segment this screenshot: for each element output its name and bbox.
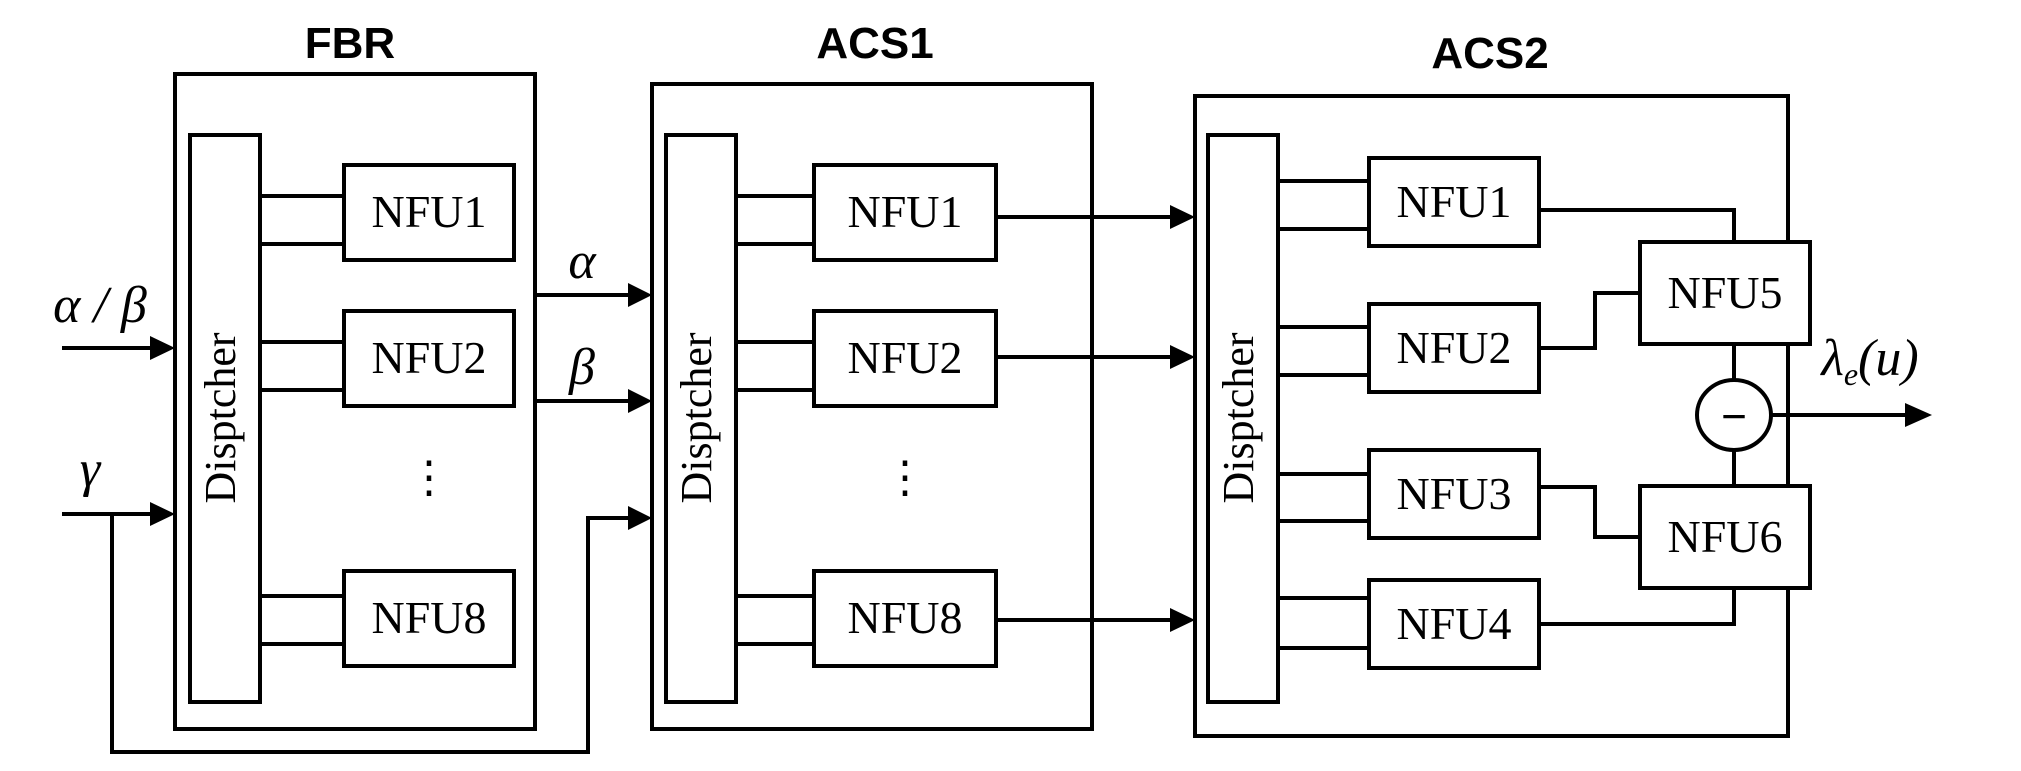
acs1-title: ACS1 xyxy=(816,19,933,68)
fbr-nfu2 xyxy=(342,309,516,408)
input-gamma-arrowhead xyxy=(150,502,175,526)
acs1-nfu1-to-acs2-arrowhead xyxy=(1170,205,1195,229)
acs1-dispatcher xyxy=(664,133,738,704)
fbr-block: FBR Disptcher NFU1 NFU2 ⋮ NFU8 xyxy=(173,19,537,731)
fbr-dispatcher-label: Disptcher xyxy=(196,332,245,503)
acs2-nfu3-label: NFU3 xyxy=(1396,468,1511,519)
fbr-title: FBR xyxy=(305,19,395,68)
acs2-nfu6 xyxy=(1638,484,1812,590)
acs2-nfu1-label: NFU1 xyxy=(1396,176,1511,227)
output-lambda-label: λe(u) xyxy=(1819,330,1918,392)
gamma-bypass-arrowhead xyxy=(628,506,652,530)
fbr-dispatcher xyxy=(188,133,262,704)
beta-label: β xyxy=(568,339,595,396)
wire-nfu1-to-nfu5 xyxy=(1539,208,1736,242)
acs1-nfu2-to-acs2-arrowhead xyxy=(1170,345,1195,369)
alpha-label: α xyxy=(568,233,597,290)
acs2-nfu4-label: NFU4 xyxy=(1396,598,1511,649)
fbr-internal-wires xyxy=(260,194,344,646)
beta-arrowhead xyxy=(628,389,652,413)
input-alpha-beta-arrowhead xyxy=(150,336,175,360)
wire-nfu4-to-nfu6 xyxy=(1539,588,1736,626)
output-arrowhead xyxy=(1905,403,1932,427)
acs2-nfu2-label: NFU2 xyxy=(1396,322,1511,373)
fbr-nfu8-label: NFU8 xyxy=(371,592,486,643)
output-lambda-subscript: e xyxy=(1844,356,1858,392)
fbr-nfu1-label: NFU1 xyxy=(371,186,486,237)
acs1-nfu2-label: NFU2 xyxy=(847,332,962,383)
acs1-nfu8 xyxy=(812,569,998,668)
acs2-nfu3 xyxy=(1367,448,1541,540)
acs1-dispatcher-label: Disptcher xyxy=(672,332,721,503)
acs2-nfu5 xyxy=(1638,240,1812,346)
acs2-dispatcher-label: Disptcher xyxy=(1214,332,1263,503)
wire-nfu2-to-nfu5 xyxy=(1539,291,1640,350)
acs1-ellipsis: ⋮ xyxy=(883,453,927,502)
alpha-arrowhead xyxy=(628,283,652,307)
acs1-nfu8-label: NFU8 xyxy=(847,592,962,643)
acs2-nfu1 xyxy=(1367,156,1541,248)
fbr-nfu2-label: NFU2 xyxy=(371,332,486,383)
acs1-block: ACS1 Disptcher NFU1 NFU2 ⋮ NFU8 xyxy=(650,19,1094,731)
acs1-internal-wires xyxy=(736,194,814,646)
acs1-nfu8-to-acs2-arrowhead xyxy=(1170,608,1195,632)
acs2-internal-wires xyxy=(1278,179,1369,650)
fbr-nfu1 xyxy=(342,163,516,262)
acs2-title: ACS2 xyxy=(1431,29,1548,78)
signal-arrows: α / β γ α β λe(u) xyxy=(53,205,1932,754)
acs2-nfu6-label: NFU6 xyxy=(1667,511,1782,562)
output-lambda-symbol: λ xyxy=(1819,330,1844,387)
subtractor-symbol: − xyxy=(1721,391,1747,442)
acs2-nfu5-label: NFU5 xyxy=(1667,267,1782,318)
acs2-dispatcher xyxy=(1206,133,1280,704)
wire-nfu3-to-nfu6 xyxy=(1539,485,1640,539)
acs1-nfu1 xyxy=(812,163,998,262)
fbr-ellipsis: ⋮ xyxy=(407,453,451,502)
output-lambda-argument: (u) xyxy=(1858,330,1919,387)
acs1-nfu1-label: NFU1 xyxy=(847,186,962,237)
input-alpha-beta-label: α / β xyxy=(53,277,147,334)
acs2-block: ACS2 Disptcher NFU1 NFU2 NFU3 NFU4 NFU5 … xyxy=(1193,29,1812,738)
gamma-bypass-line xyxy=(110,514,628,754)
acs1-nfu2 xyxy=(812,309,998,408)
fbr-nfu8 xyxy=(342,569,516,668)
input-gamma-label: γ xyxy=(80,441,102,498)
